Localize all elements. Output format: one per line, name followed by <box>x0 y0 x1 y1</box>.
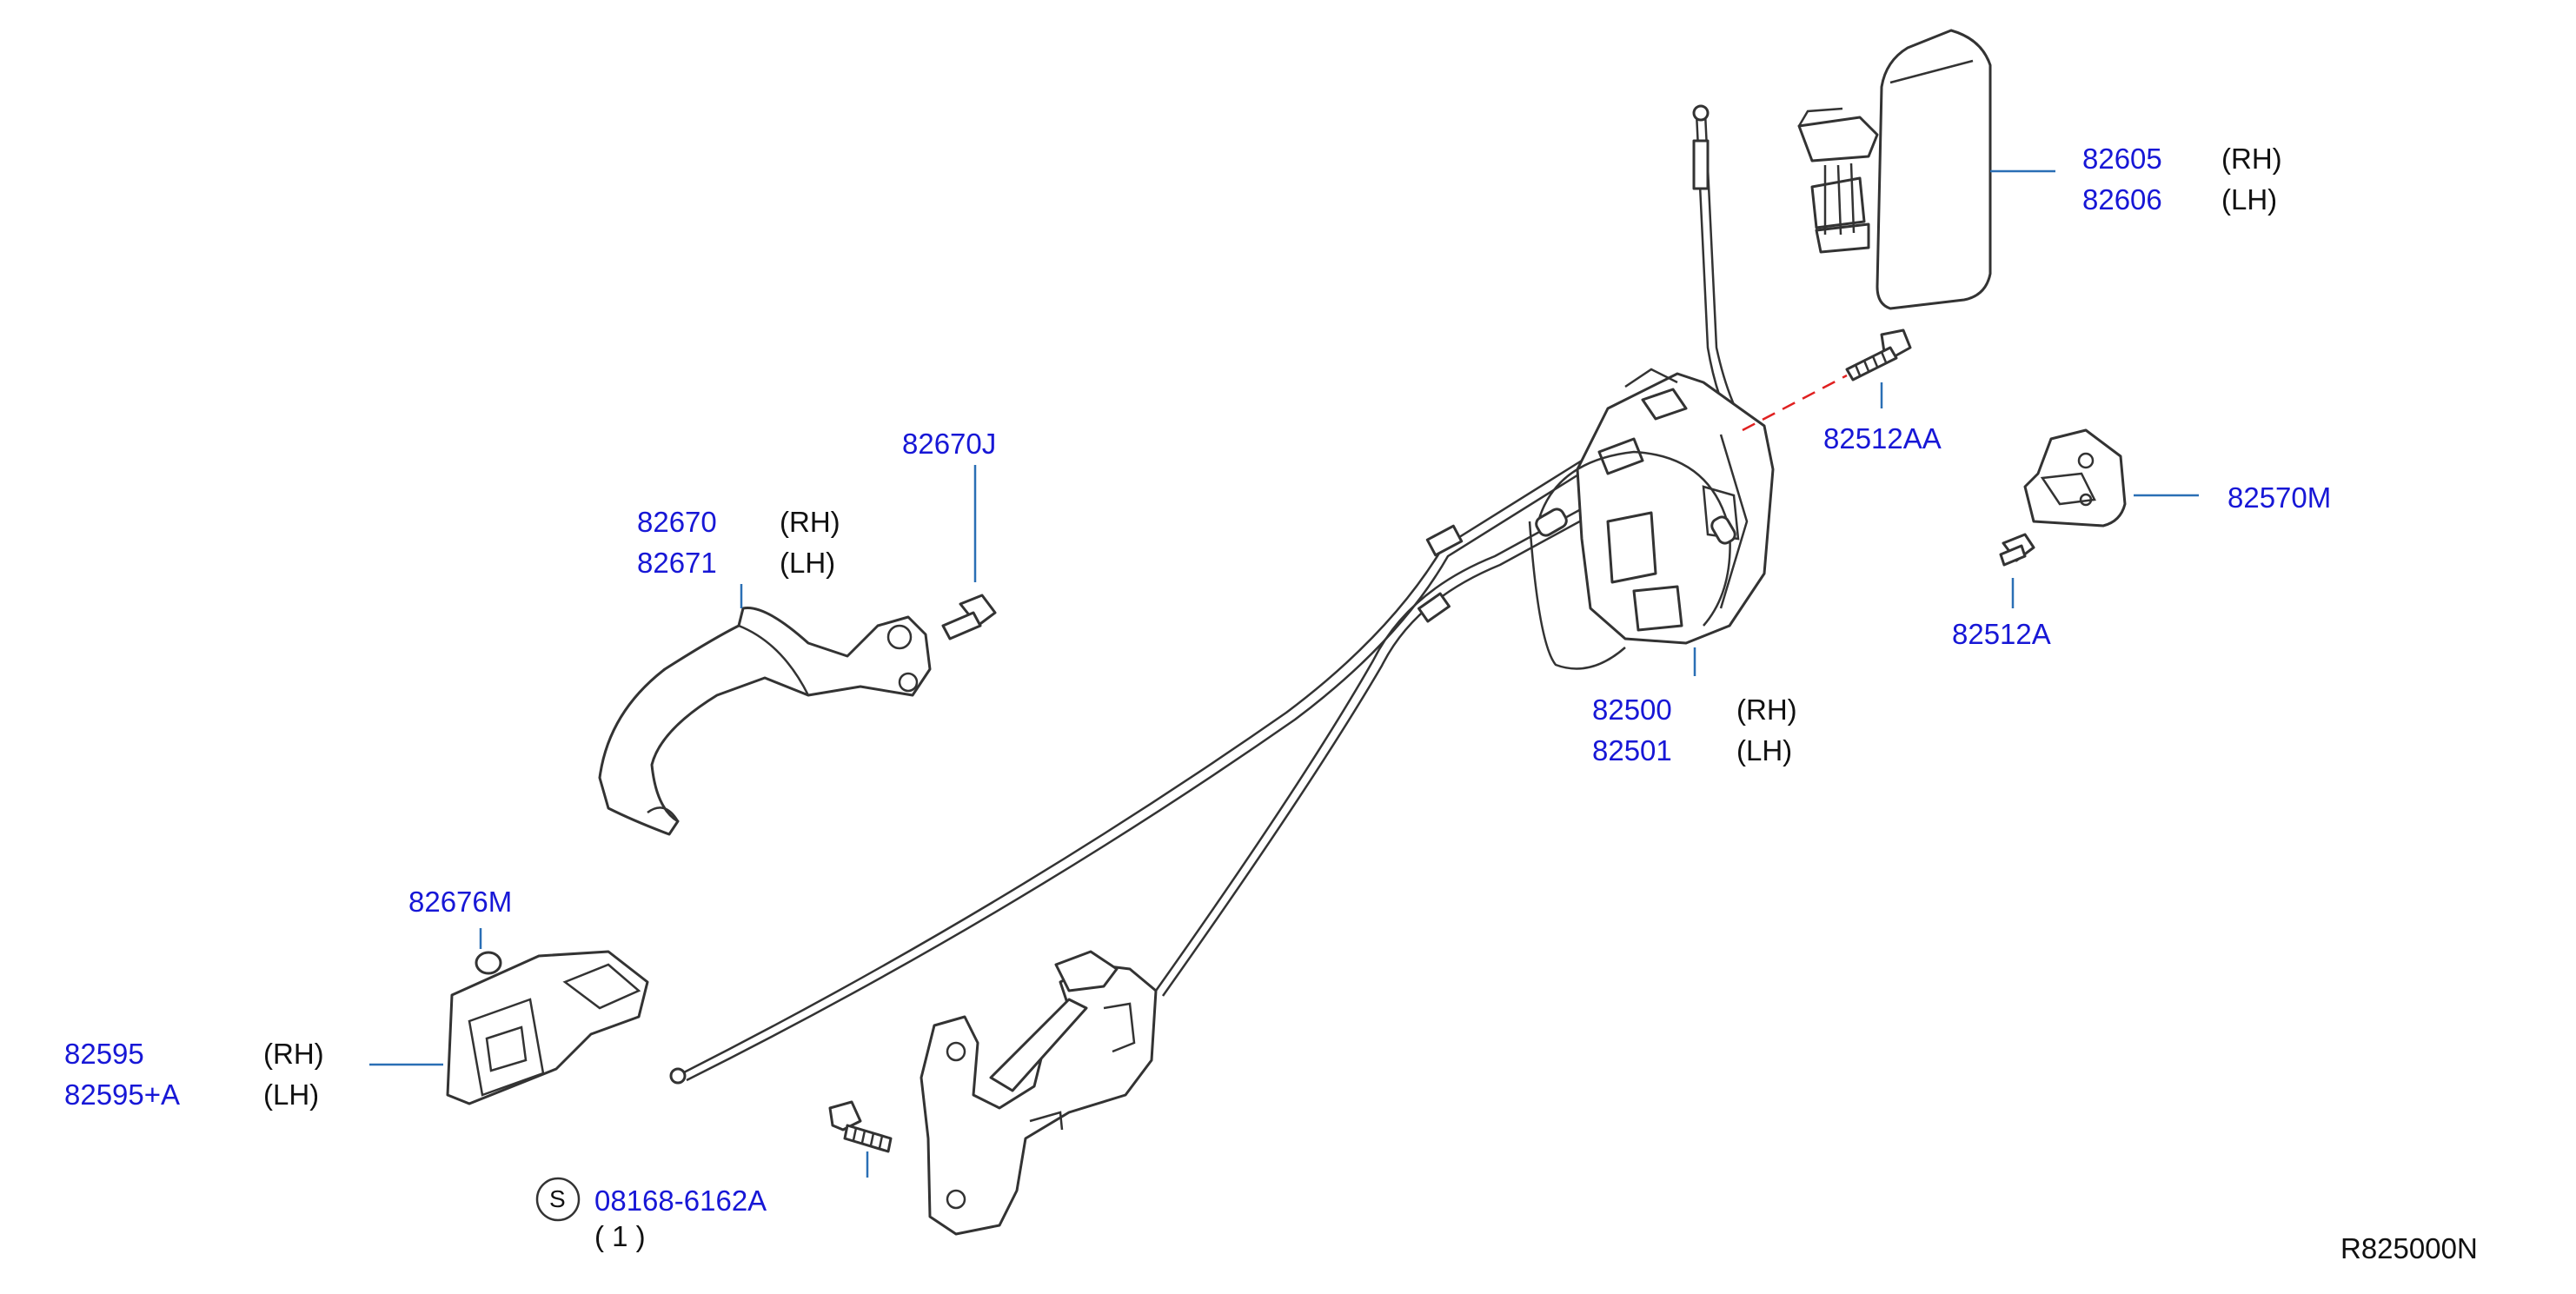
bolt-quantity: ( 1 ) <box>594 1220 646 1252</box>
bolt-number: 08168-6162A <box>594 1185 767 1217</box>
inside-handle-rh-side: (RH) <box>780 506 840 538</box>
door-lock-lh-number: 82501 <box>1592 734 1672 766</box>
outside-handle-rh-side: (RH) <box>2221 143 2282 175</box>
escutcheon-lh-number: 82595+A <box>64 1078 181 1111</box>
escutcheon-rh-number: 82595 <box>64 1038 144 1070</box>
diagram-code: R825000N <box>2340 1232 2478 1264</box>
inside-handle-lh-side: (LH) <box>780 547 836 579</box>
clip-82676M-label: 82676M <box>408 886 513 918</box>
outside-handle-icon <box>1797 29 1992 310</box>
inside-handle-rh-number: 82670 <box>637 506 717 538</box>
inside-handle-lh-number: 82671 <box>637 547 717 579</box>
leader-lines <box>369 169 2199 1178</box>
inside-handle-icon <box>598 607 932 836</box>
screw-82512A-label: 82512A <box>1952 618 2051 650</box>
screw-icon <box>941 594 997 640</box>
bolt-icon <box>828 1100 893 1153</box>
clip-icon <box>475 951 502 975</box>
bolt-symbol: S <box>549 1185 566 1212</box>
escutcheon-icon <box>446 950 649 1105</box>
screw-icon <box>1845 328 1912 382</box>
striker-label: 82570M <box>2227 481 2332 514</box>
screw-icon <box>1999 533 2035 567</box>
outside-handle-rh-number: 82605 <box>2082 143 2162 175</box>
outside-handle-lh-side: (LH) <box>2221 183 2278 216</box>
striker-icon <box>2023 428 2127 528</box>
door-lock-rh-number: 82500 <box>1592 693 1672 726</box>
escutcheon-lh-side: (LH) <box>263 1078 320 1111</box>
escutcheon-rh-side: (RH) <box>263 1038 324 1070</box>
screw-82670J-label: 82670J <box>902 428 997 460</box>
door-lock-icon <box>1528 368 1775 670</box>
cable-icon <box>669 104 1757 1085</box>
remote-control-bracket-icon <box>920 950 1158 1236</box>
door-lock-lh-side: (LH) <box>1736 734 1793 766</box>
door-lock-rh-side: (RH) <box>1736 693 1797 726</box>
screw-82512AA-label: 82512AA <box>1823 422 1942 455</box>
outside-handle-lh-number: 82606 <box>2082 183 2162 216</box>
bolt-symbol-circle <box>535 1177 581 1222</box>
